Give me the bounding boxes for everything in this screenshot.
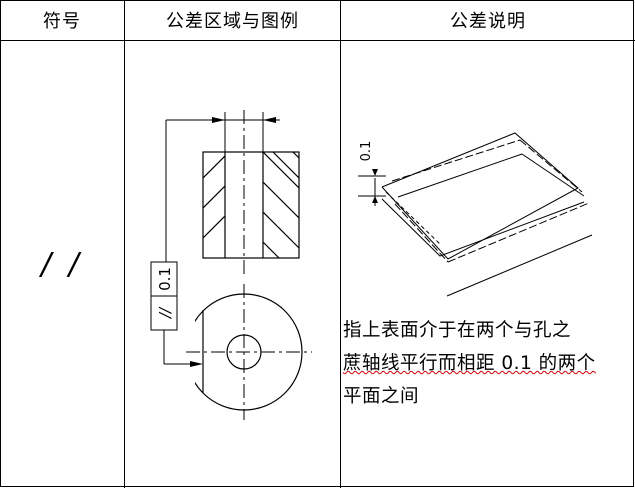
zone-arrow-top (372, 169, 378, 176)
hatch-left (203, 155, 225, 239)
zone-dimension-value: 0.1 (359, 141, 374, 162)
frame-value: 0.1 (156, 267, 174, 291)
parallelism-symbol: / / (41, 246, 83, 282)
frame-symbol: // (156, 306, 174, 320)
header-zone-diagram: 公差区域与图例 (166, 11, 299, 32)
centerline-plan (186, 284, 312, 420)
header-description: 公差说明 (450, 11, 526, 32)
description-line-1: 指上表面介于在两个与孔之 (343, 320, 572, 341)
tolerance-zone-3d (358, 132, 593, 297)
description-line-2: 蔗轴线平行而相距 0.1 的两个 (343, 353, 596, 374)
tolerance-description: 指上表面介于在两个与孔之 蔗轴线平行而相距 0.1 的两个 平面之间 (343, 314, 633, 413)
zone-arrow-bottom (372, 196, 378, 203)
header-symbol: 符号 (43, 11, 81, 32)
dim-arrow-left (212, 117, 225, 123)
dim-arrow-right (263, 117, 276, 123)
section-view (202, 151, 300, 259)
description-line-3: 平面之间 (343, 386, 420, 407)
datum-leader (163, 330, 192, 365)
datum-arrow (190, 361, 203, 367)
hatch-right (263, 152, 299, 258)
